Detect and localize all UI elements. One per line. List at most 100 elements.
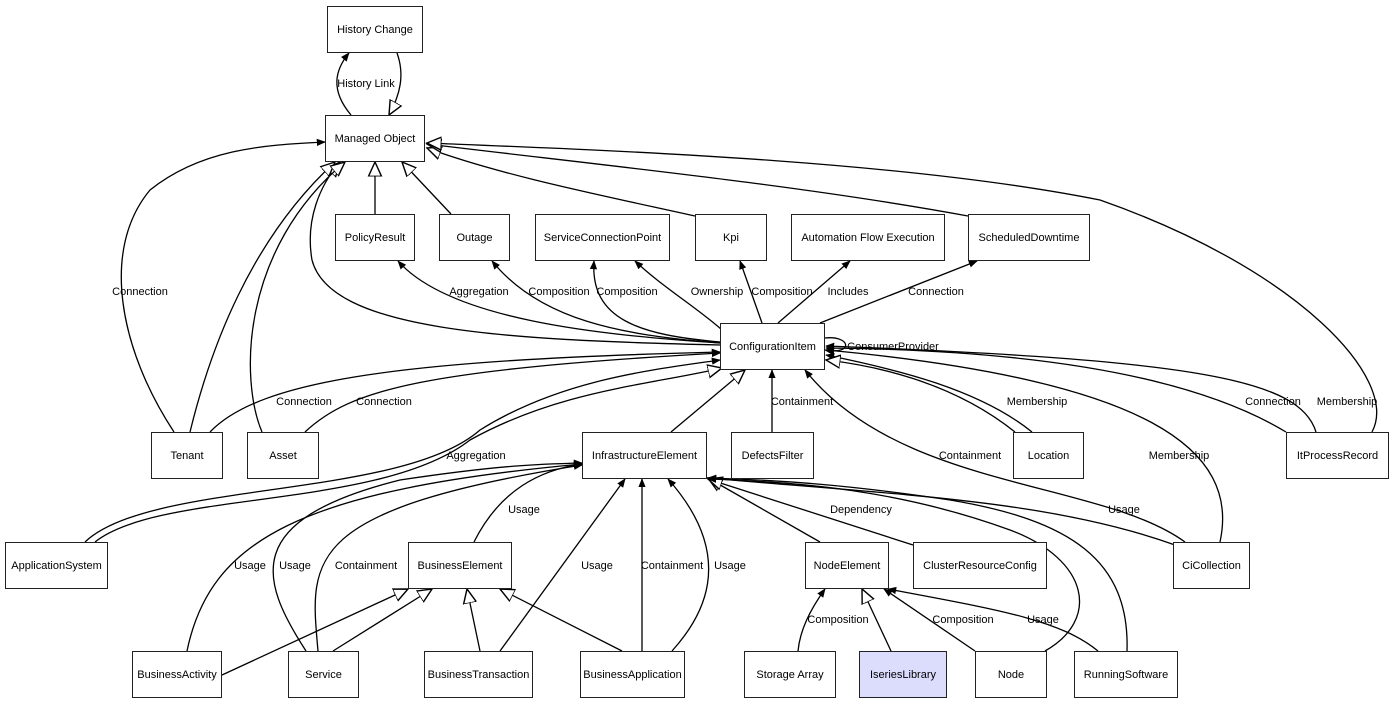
node-ci-collection[interactable]: CiCollection: [1173, 542, 1250, 589]
edge-tenant-to-configuration-item: [209, 348, 721, 433]
node-label: InfrastructureElement: [591, 449, 698, 462]
edge-business-activity-to-business-element: [221, 589, 408, 676]
node-business-application[interactable]: BusinessApplication: [580, 651, 685, 698]
edge-ci-collection-to-configuration-item: [825, 347, 1224, 543]
edge-business-application-to-business-element: [500, 589, 623, 652]
node-service[interactable]: Service: [288, 651, 359, 698]
edge-label: Includes: [828, 286, 869, 298]
node-label: DefectsFilter: [741, 449, 804, 462]
edge-label: Connection: [1245, 396, 1301, 408]
edge-label: Membership: [1007, 396, 1068, 408]
edge-location-to-configuration-item: [825, 353, 1033, 433]
node-business-element[interactable]: BusinessElement: [408, 542, 512, 589]
edge-label: Usage: [581, 560, 613, 572]
node-kpi[interactable]: Kpi: [695, 214, 767, 261]
node-application-system[interactable]: ApplicationSystem: [5, 542, 108, 589]
edge-asset-to-managed-object: [249, 162, 345, 433]
node-label: Asset: [269, 449, 297, 462]
edge-cluster-resource-config-to-infrastructure-element: [708, 479, 914, 546]
edge-label: Membership: [1317, 396, 1378, 408]
node-business-activity[interactable]: BusinessActivity: [132, 651, 222, 698]
node-service-connection-point[interactable]: ServiceConnectionPoint: [535, 214, 670, 261]
edge-managed-object-to-history-change: [336, 52, 352, 116]
node-scheduled-downtime[interactable]: ScheduledDowntime: [968, 214, 1090, 261]
node-cluster-resource-config[interactable]: ClusterResourceConfig: [913, 542, 1047, 589]
node-location[interactable]: Location: [1013, 432, 1084, 479]
edge-service-to-infrastructure-element: [272, 459, 583, 652]
edge-outage-to-managed-object: [402, 162, 452, 215]
node-policy-result[interactable]: PolicyResult: [335, 214, 415, 261]
edge-configuration-item-to-outage: [491, 260, 721, 344]
edge-label: Connection: [276, 396, 332, 408]
node-node-element[interactable]: NodeElement: [805, 542, 889, 589]
node-outage[interactable]: Outage: [439, 214, 510, 261]
edge-iseries-library-to-node-element: [862, 589, 892, 652]
node-automation-flow-execution[interactable]: Automation Flow Execution: [791, 214, 945, 261]
edge-business-element-to-infrastructure-element: [473, 461, 583, 543]
node-it-process-record[interactable]: ItProcessRecord: [1286, 432, 1389, 479]
node-label: Node: [997, 668, 1025, 681]
edge-configuration-item-to-kpi: [739, 260, 763, 324]
edge-storage-array-to-node-element: [797, 588, 826, 652]
node-label: NodeElement: [813, 559, 881, 572]
node-label: Storage Array: [756, 668, 824, 681]
node-label: ConfigurationItem: [729, 340, 816, 353]
node-label: Tenant: [170, 449, 204, 462]
node-label: IseriesLibrary: [869, 668, 937, 681]
edge-application-system-to-configuration-item: [84, 357, 721, 543]
node-infrastructure-element[interactable]: InfrastructureElement: [582, 432, 707, 479]
node-running-software[interactable]: RunningSoftware: [1074, 651, 1178, 698]
edge-label: Dependency: [830, 504, 892, 516]
edge-it-process-record-to-configuration-item: [825, 344, 1287, 433]
node-label: RunningSoftware: [1083, 668, 1169, 681]
edge-label: Composition: [751, 286, 812, 298]
edge-configuration-item-to-automation-flow-execution: [777, 260, 851, 324]
edge-service-to-infrastructure-element: [314, 462, 583, 652]
edge-service-to-business-element: [332, 589, 432, 652]
edge-infrastructure-element-to-configuration-item: [670, 370, 745, 433]
edge-ci-collection-to-configuration-item: [804, 369, 1186, 543]
edge-running-software-to-infrastructure-element: [707, 474, 1128, 652]
edge-application-system-to-configuration-item: [94, 368, 722, 543]
edge-label: History Link: [337, 78, 395, 90]
edge-label: Containment: [939, 450, 1001, 462]
edge-configuration-item-to-managed-object: [309, 162, 721, 346]
edge-node-element-to-infrastructure-element: [708, 478, 821, 543]
edge-label: Containment: [335, 560, 397, 572]
node-label: BusinessElement: [417, 559, 503, 572]
edge-configuration-item-to-policy-result: [397, 260, 721, 344]
node-iseries-library[interactable]: IseriesLibrary: [859, 651, 947, 698]
node-tenant[interactable]: Tenant: [151, 432, 223, 479]
node-asset[interactable]: Asset: [247, 432, 319, 479]
edge-tenant-to-managed-object: [189, 162, 335, 433]
edge-location-to-configuration-item: [826, 360, 1016, 433]
edge-asset-to-configuration-item: [304, 349, 721, 433]
edge-business-application-to-infrastructure-element: [667, 478, 710, 652]
node-label: PolicyResult: [344, 231, 406, 244]
edge-configuration-item-to-scheduled-downtime: [819, 260, 978, 324]
edge-configuration-item-to-service-connection-point: [634, 260, 723, 331]
edge-ci-collection-to-infrastructure-element: [707, 475, 1176, 546]
node-node[interactable]: Node: [975, 651, 1047, 698]
node-label: Location: [1027, 449, 1070, 462]
node-label: ApplicationSystem: [11, 559, 102, 572]
node-label: Managed Object: [334, 132, 416, 145]
edge-label: Connection: [112, 286, 168, 298]
edge-label: Composition: [596, 286, 657, 298]
edge-configuration-item-to-service-connection-point: [589, 260, 721, 343]
node-label: History Change: [337, 23, 413, 36]
node-label: BusinessTransaction: [427, 668, 530, 681]
node-storage-array[interactable]: Storage Array: [744, 651, 836, 698]
node-managed-object[interactable]: Managed Object: [325, 115, 425, 162]
edge-running-software-to-node-element: [887, 586, 1099, 652]
edge-node-to-node-element: [883, 588, 976, 652]
edge-label: Membership: [1149, 450, 1210, 462]
edge-label: Usage: [1108, 504, 1140, 516]
edge-label: Usage: [234, 560, 266, 572]
node-label: ServiceConnectionPoint: [543, 231, 662, 244]
edge-label: Composition: [528, 286, 589, 298]
node-history-change[interactable]: History Change: [327, 6, 423, 53]
node-defects-filter[interactable]: DefectsFilter: [731, 432, 814, 479]
node-business-transaction[interactable]: BusinessTransaction: [424, 651, 533, 698]
node-configuration-item[interactable]: ConfigurationItem: [720, 323, 825, 370]
